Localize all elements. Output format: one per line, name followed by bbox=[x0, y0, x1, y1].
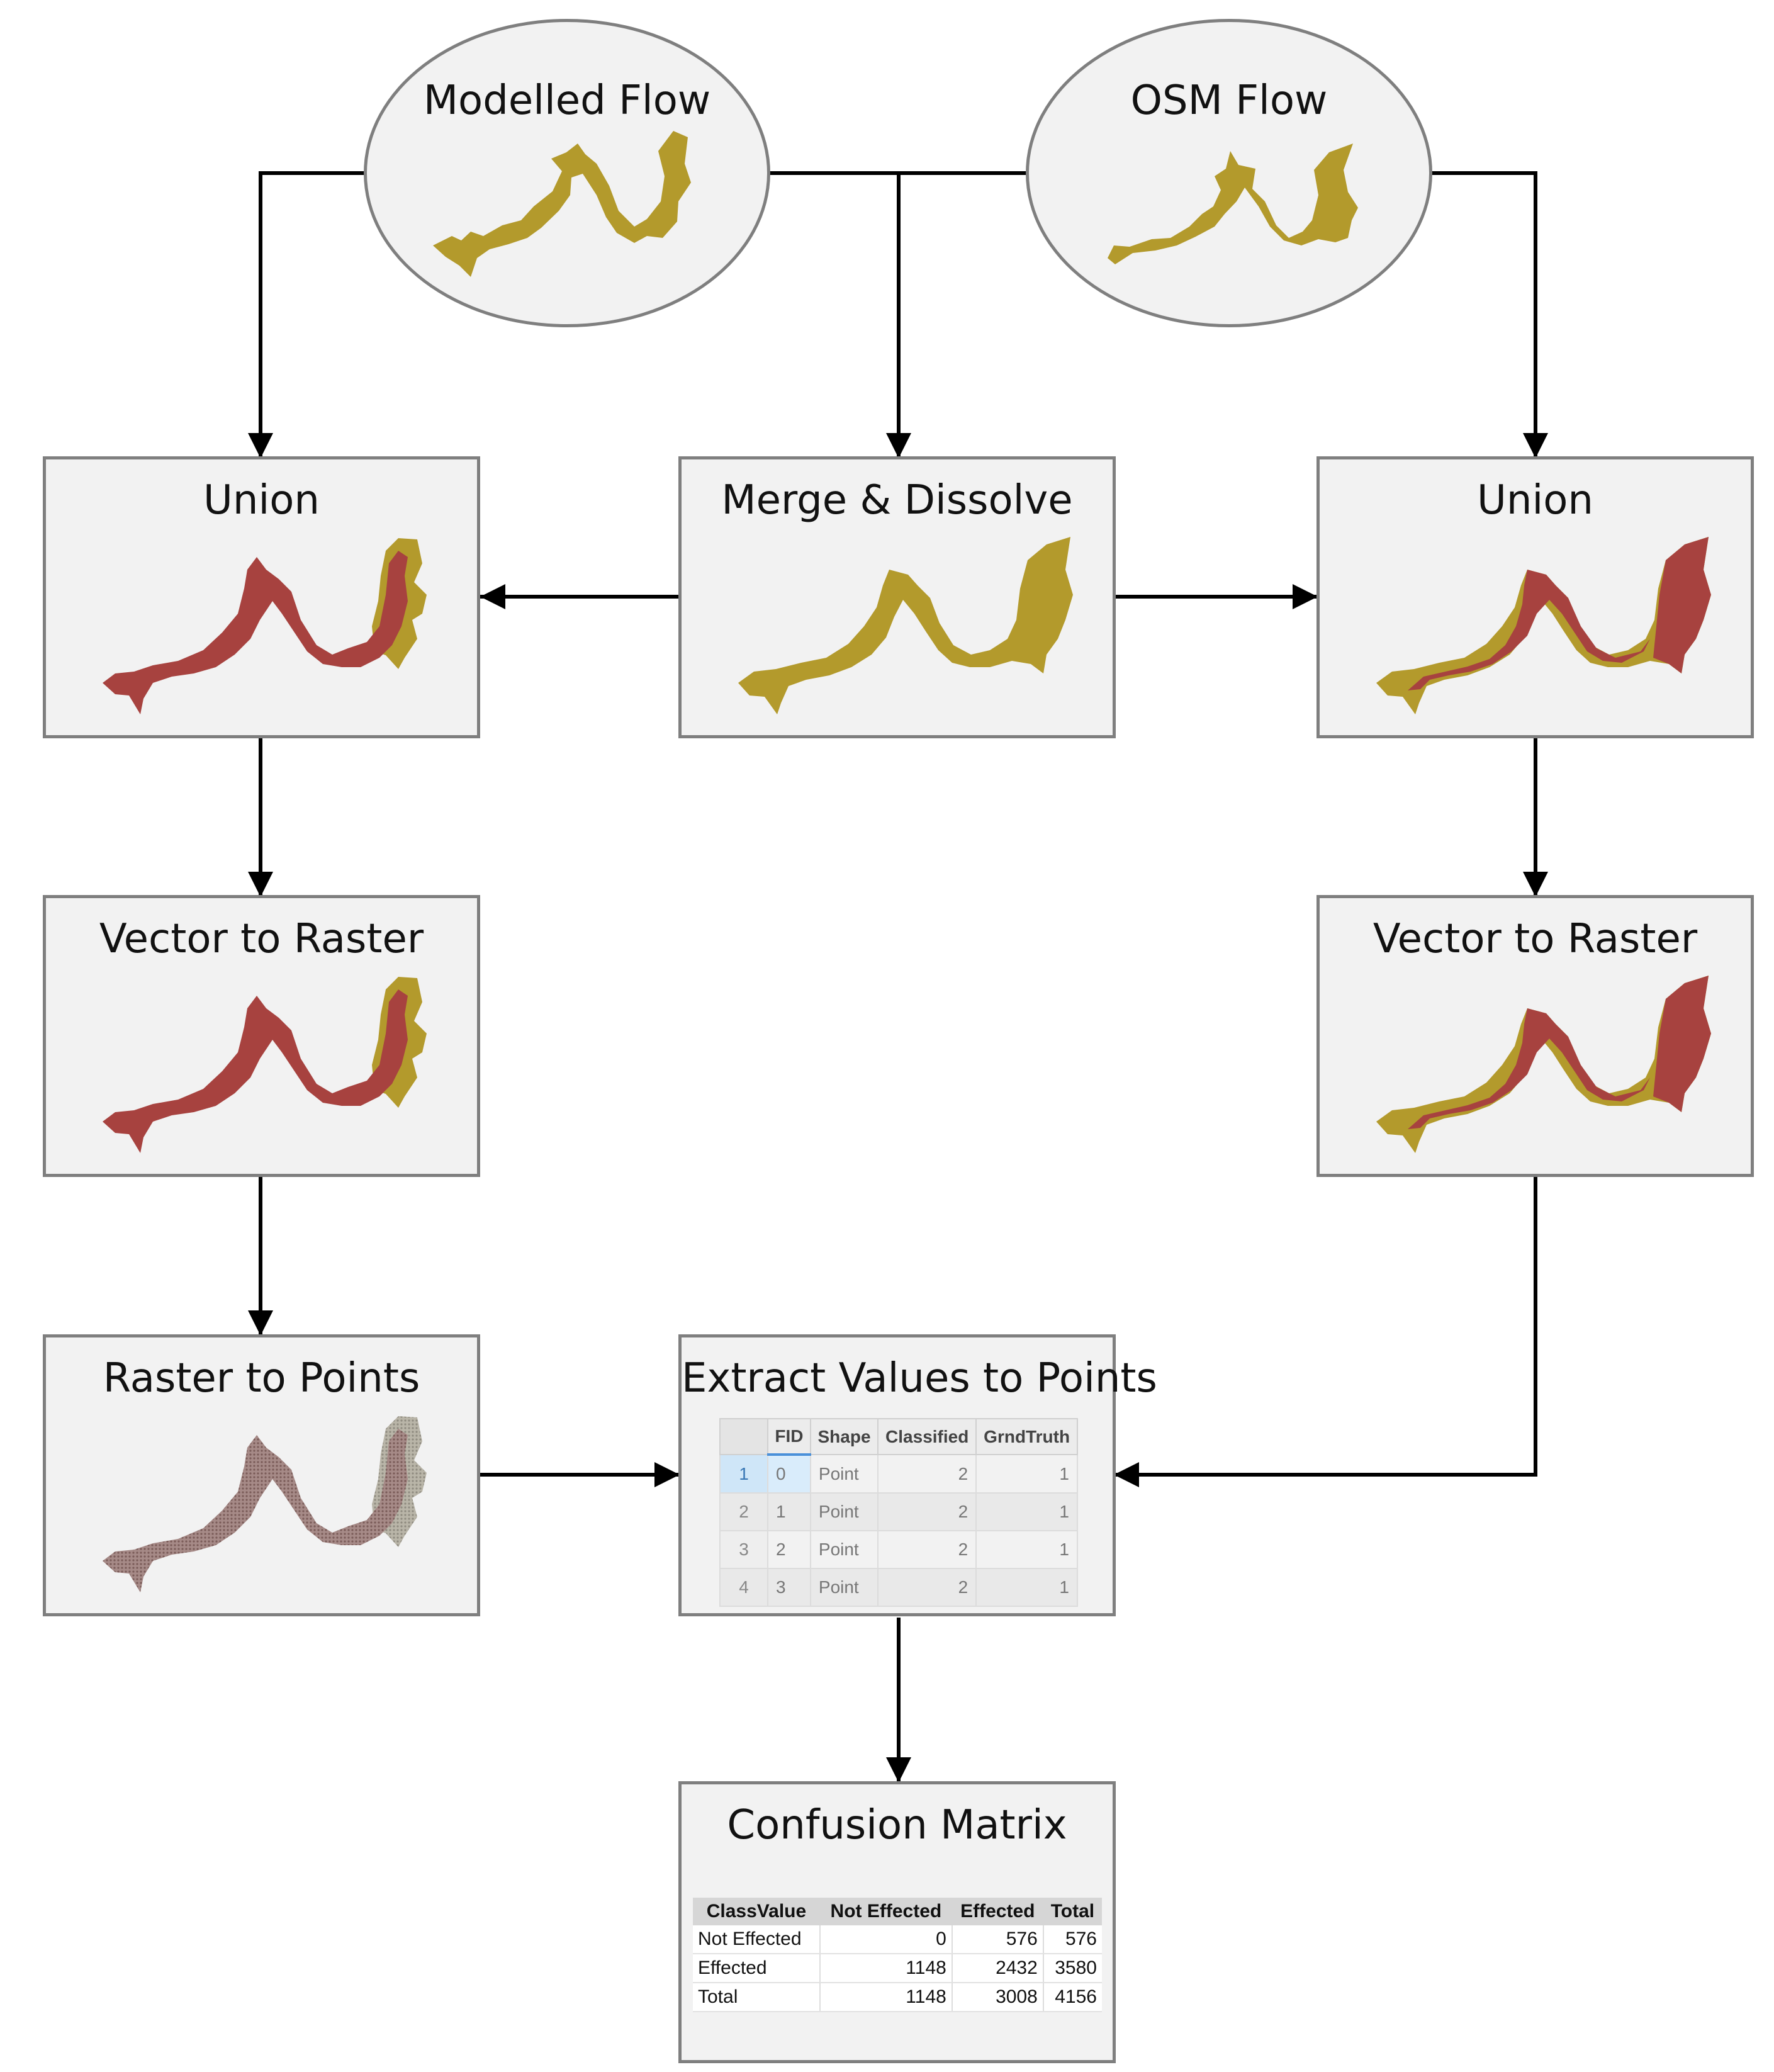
table-row[interactable]: 3 2 Point 2 1 bbox=[719, 1530, 1078, 1569]
table-cell: 2432 bbox=[951, 1954, 1043, 1983]
union-left-node[interactable]: Union bbox=[43, 456, 480, 738]
vector-to-raster-left-title: Vector to Raster bbox=[99, 916, 424, 962]
table-cell: 576 bbox=[951, 1925, 1043, 1954]
column-header: Effected bbox=[952, 1898, 1043, 1925]
modelled-flow-title: Modelled Flow bbox=[423, 77, 711, 124]
table-cell: 4156 bbox=[1042, 1983, 1102, 2012]
table-row[interactable]: 2 1 Point 2 1 bbox=[719, 1492, 1078, 1531]
table-cell: 3008 bbox=[951, 1983, 1043, 2012]
union-right-title: Union bbox=[1477, 477, 1593, 524]
merge-dissolve-node[interactable]: Merge & Dissolve bbox=[678, 456, 1116, 738]
table-cell: 2 bbox=[767, 1530, 811, 1569]
table-cell: 1 bbox=[975, 1492, 1078, 1531]
table-cell: 3580 bbox=[1042, 1954, 1102, 1983]
merge-dissolve-title: Merge & Dissolve bbox=[721, 477, 1073, 524]
table-cell: 576 bbox=[1042, 1925, 1102, 1954]
arrow-v2r-right-to-extract bbox=[1114, 1177, 1537, 1487]
table-cell: 2 bbox=[877, 1530, 977, 1569]
union-left-title: Union bbox=[203, 477, 320, 524]
table-cell: 1148 bbox=[819, 1954, 952, 1983]
table-cell: 2 bbox=[877, 1454, 977, 1494]
vector-to-raster-left-node[interactable]: Vector to Raster bbox=[43, 895, 480, 1177]
column-header[interactable]: FID bbox=[767, 1418, 811, 1456]
table-row: Total 1148 3008 4156 bbox=[693, 1983, 1102, 2012]
osm-flow-title: OSM Flow bbox=[1130, 77, 1328, 124]
vector-to-raster-right-node[interactable]: Vector to Raster bbox=[1316, 895, 1754, 1177]
river-shape-icon bbox=[433, 131, 691, 277]
column-header[interactable]: Classified bbox=[877, 1418, 977, 1455]
column-header[interactable]: Shape bbox=[809, 1418, 879, 1455]
river-shape-icon bbox=[738, 537, 1073, 714]
confusion-matrix-node[interactable]: Confusion Matrix ClassValue Not Effected… bbox=[678, 1781, 1116, 2063]
arrow-modelled-to-union-left bbox=[248, 171, 365, 458]
table-cell: Point bbox=[809, 1454, 879, 1494]
extract-values-node[interactable]: Extract Values to Points FID Shape Class… bbox=[678, 1334, 1157, 1616]
table-cell: 0 bbox=[767, 1454, 811, 1494]
table-cell: 3 bbox=[767, 1568, 811, 1607]
table-cell: 1 bbox=[975, 1454, 1078, 1494]
table-cell: 2 bbox=[877, 1568, 977, 1607]
raster-to-points-title: Raster to Points bbox=[103, 1355, 420, 1402]
river-shape-icon bbox=[1376, 976, 1711, 1153]
river-shape-icon bbox=[103, 538, 427, 714]
table-cell: Total bbox=[693, 1983, 820, 2012]
raster-to-points-node[interactable]: Raster to Points bbox=[43, 1334, 480, 1616]
table-cell: 2 bbox=[877, 1492, 977, 1531]
river-shape-icon bbox=[1376, 537, 1711, 714]
column-header: Not Effected bbox=[819, 1898, 952, 1925]
osm-flow-node[interactable]: OSM Flow bbox=[1026, 19, 1432, 327]
row-number: 1 bbox=[719, 1454, 768, 1494]
table-cell: 1 bbox=[975, 1568, 1078, 1607]
modelled-flow-node[interactable]: Modelled Flow bbox=[364, 19, 770, 327]
table-row: Not Effected 0 576 576 bbox=[693, 1925, 1102, 1954]
table-cell: Effected bbox=[693, 1954, 820, 1983]
table-corner bbox=[719, 1418, 768, 1455]
row-number: 2 bbox=[719, 1492, 768, 1531]
vector-to-raster-right-title: Vector to Raster bbox=[1373, 916, 1698, 962]
column-header: ClassValue bbox=[693, 1898, 820, 1925]
table-cell: 0 bbox=[819, 1925, 952, 1954]
union-right-node[interactable]: Union bbox=[1316, 456, 1754, 738]
confusion-matrix-title: Confusion Matrix bbox=[727, 1802, 1067, 1849]
table-cell: Not Effected bbox=[693, 1925, 820, 1954]
table-cell: Point bbox=[809, 1530, 879, 1569]
table-cell: Point bbox=[809, 1568, 879, 1607]
table-cell: 1148 bbox=[819, 1983, 952, 2012]
column-header[interactable]: GrndTruth bbox=[975, 1418, 1078, 1455]
table-row[interactable]: 1 0 Point 2 1 bbox=[719, 1454, 1078, 1494]
table-cell: 1 bbox=[975, 1530, 1078, 1569]
table-cell: Point bbox=[809, 1492, 879, 1531]
table-cell: 1 bbox=[767, 1492, 811, 1531]
column-header: Total bbox=[1043, 1898, 1102, 1925]
row-number: 3 bbox=[719, 1530, 768, 1569]
table-row[interactable]: 4 3 Point 2 1 bbox=[719, 1568, 1078, 1607]
attribute-table[interactable]: FID Shape Classified GrndTruth 1 0 Point… bbox=[719, 1418, 1078, 1607]
river-shape-icon bbox=[1108, 144, 1358, 264]
extract-values-title: Extract Values to Points bbox=[682, 1355, 1157, 1402]
row-number: 4 bbox=[719, 1568, 768, 1607]
confusion-table: ClassValue Not Effected Effected Total N… bbox=[693, 1898, 1102, 2012]
point-cloud-icon bbox=[103, 1416, 427, 1592]
river-shape-icon bbox=[103, 977, 427, 1153]
table-row: Effected 1148 2432 3580 bbox=[693, 1954, 1102, 1983]
arrow-osm-to-union-right bbox=[1431, 171, 1548, 458]
